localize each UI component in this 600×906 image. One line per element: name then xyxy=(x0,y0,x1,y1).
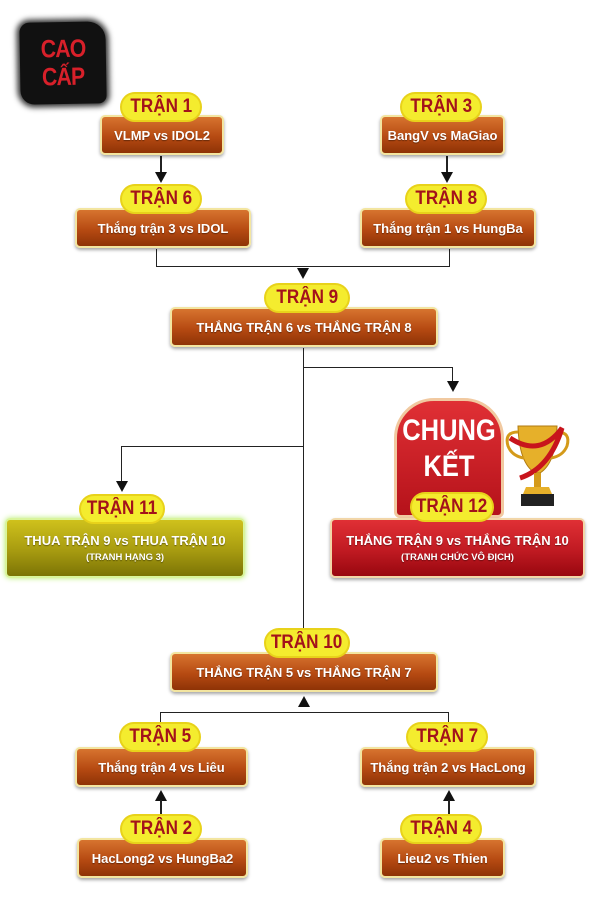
connector xyxy=(121,446,122,482)
connector xyxy=(160,156,162,176)
match-5-label: TRẬN 5 xyxy=(119,722,201,752)
connector xyxy=(121,446,304,447)
cao-cap-logo: CAO CẤP xyxy=(19,21,107,105)
match-11-card[interactable]: THUA TRẬN 9 vs THUA TRẬN 10 (TRANH HẠNG … xyxy=(5,518,245,578)
match-10-card[interactable]: THẮNG TRẬN 5 vs THẮNG TRẬN 7 xyxy=(170,652,438,692)
arrow-down-icon xyxy=(441,172,453,183)
match-teams: THẮNG TRẬN 6 vs THẮNG TRẬN 8 xyxy=(196,319,412,335)
connector xyxy=(303,348,304,630)
match-teams: HacLong2 vs HungBa2 xyxy=(91,850,234,866)
connector xyxy=(446,156,448,176)
match-2-card[interactable]: HacLong2 vs HungBa2 xyxy=(77,838,248,878)
connector xyxy=(160,800,162,814)
connector xyxy=(449,249,450,266)
match-7-card[interactable]: Thắng trận 2 vs HacLong xyxy=(360,747,536,787)
match-10-label: TRẬN 10 xyxy=(264,628,350,658)
connector xyxy=(448,712,449,724)
final-title-line2: KẾT xyxy=(423,450,475,483)
match-8-label: TRẬN 8 xyxy=(405,184,487,214)
connector xyxy=(156,266,450,267)
match-9-label: TRẬN 9 xyxy=(264,283,350,313)
match-teams: Thắng trận 2 vs HacLong xyxy=(370,759,526,775)
arrow-up-icon xyxy=(298,696,310,707)
match-5-card[interactable]: Thắng trận 4 vs Liêu xyxy=(75,747,248,787)
match-teams: BangV vs MaGiao xyxy=(387,127,498,143)
match-6-card[interactable]: Thắng trận 3 vs IDOL xyxy=(75,208,251,248)
match-7-label: TRẬN 7 xyxy=(406,722,488,752)
match-12-card[interactable]: THẮNG TRẬN 9 vs THẮNG TRẬN 10 (TRANH CHỨ… xyxy=(330,518,585,578)
arrow-up-icon xyxy=(155,790,167,801)
arrow-down-icon xyxy=(447,381,459,392)
connector xyxy=(160,712,161,724)
match-9-card[interactable]: THẮNG TRẬN 6 vs THẮNG TRẬN 8 xyxy=(170,307,438,347)
match-1-label: TRẬN 1 xyxy=(120,92,202,122)
connector xyxy=(448,800,450,814)
match-3-card[interactable]: BangV vs MaGiao xyxy=(380,115,505,155)
trophy-icon xyxy=(505,425,570,506)
connector xyxy=(452,367,453,383)
logo-line2: CẤP xyxy=(41,62,85,92)
match-teams: Lieu2 vs Thien xyxy=(397,850,488,866)
match-teams: THẮNG TRẬN 5 vs THẮNG TRẬN 7 xyxy=(196,664,412,680)
arrow-down-icon xyxy=(116,481,128,492)
match-note: (TRANH CHỨC VÔ ĐỊCH) xyxy=(401,552,514,563)
arrow-down-icon xyxy=(155,172,167,183)
connector xyxy=(156,249,157,266)
logo-line1: CAO xyxy=(40,34,86,64)
match-11-label: TRẬN 11 xyxy=(79,494,165,524)
arrow-down-icon xyxy=(297,268,309,279)
connector xyxy=(160,712,449,713)
match-teams: THUA TRẬN 9 vs THUA TRẬN 10 xyxy=(24,533,226,548)
match-teams: Thắng trận 1 vs HungBa xyxy=(373,220,523,236)
match-teams: Thắng trận 3 vs IDOL xyxy=(97,220,229,236)
final-title-line1: CHUNG xyxy=(402,414,496,447)
match-note: (TRANH HẠNG 3) xyxy=(85,552,165,563)
match-12-label: TRẬN 12 xyxy=(410,492,494,522)
match-4-card[interactable]: Lieu2 vs Thien xyxy=(380,838,505,878)
match-4-label: TRẬN 4 xyxy=(400,814,482,844)
match-teams: Thắng trận 4 vs Liêu xyxy=(98,759,225,775)
match-6-label: TRẬN 6 xyxy=(120,184,202,214)
match-2-label: TRẬN 2 xyxy=(120,814,202,844)
match-teams: THẮNG TRẬN 9 vs THẮNG TRẬN 10 xyxy=(346,533,569,548)
arrow-up-icon xyxy=(443,790,455,801)
match-8-card[interactable]: Thắng trận 1 vs HungBa xyxy=(360,208,536,248)
match-teams: VLMP vs IDOL2 xyxy=(114,127,210,143)
connector xyxy=(303,367,453,368)
match-3-label: TRẬN 3 xyxy=(400,92,482,122)
